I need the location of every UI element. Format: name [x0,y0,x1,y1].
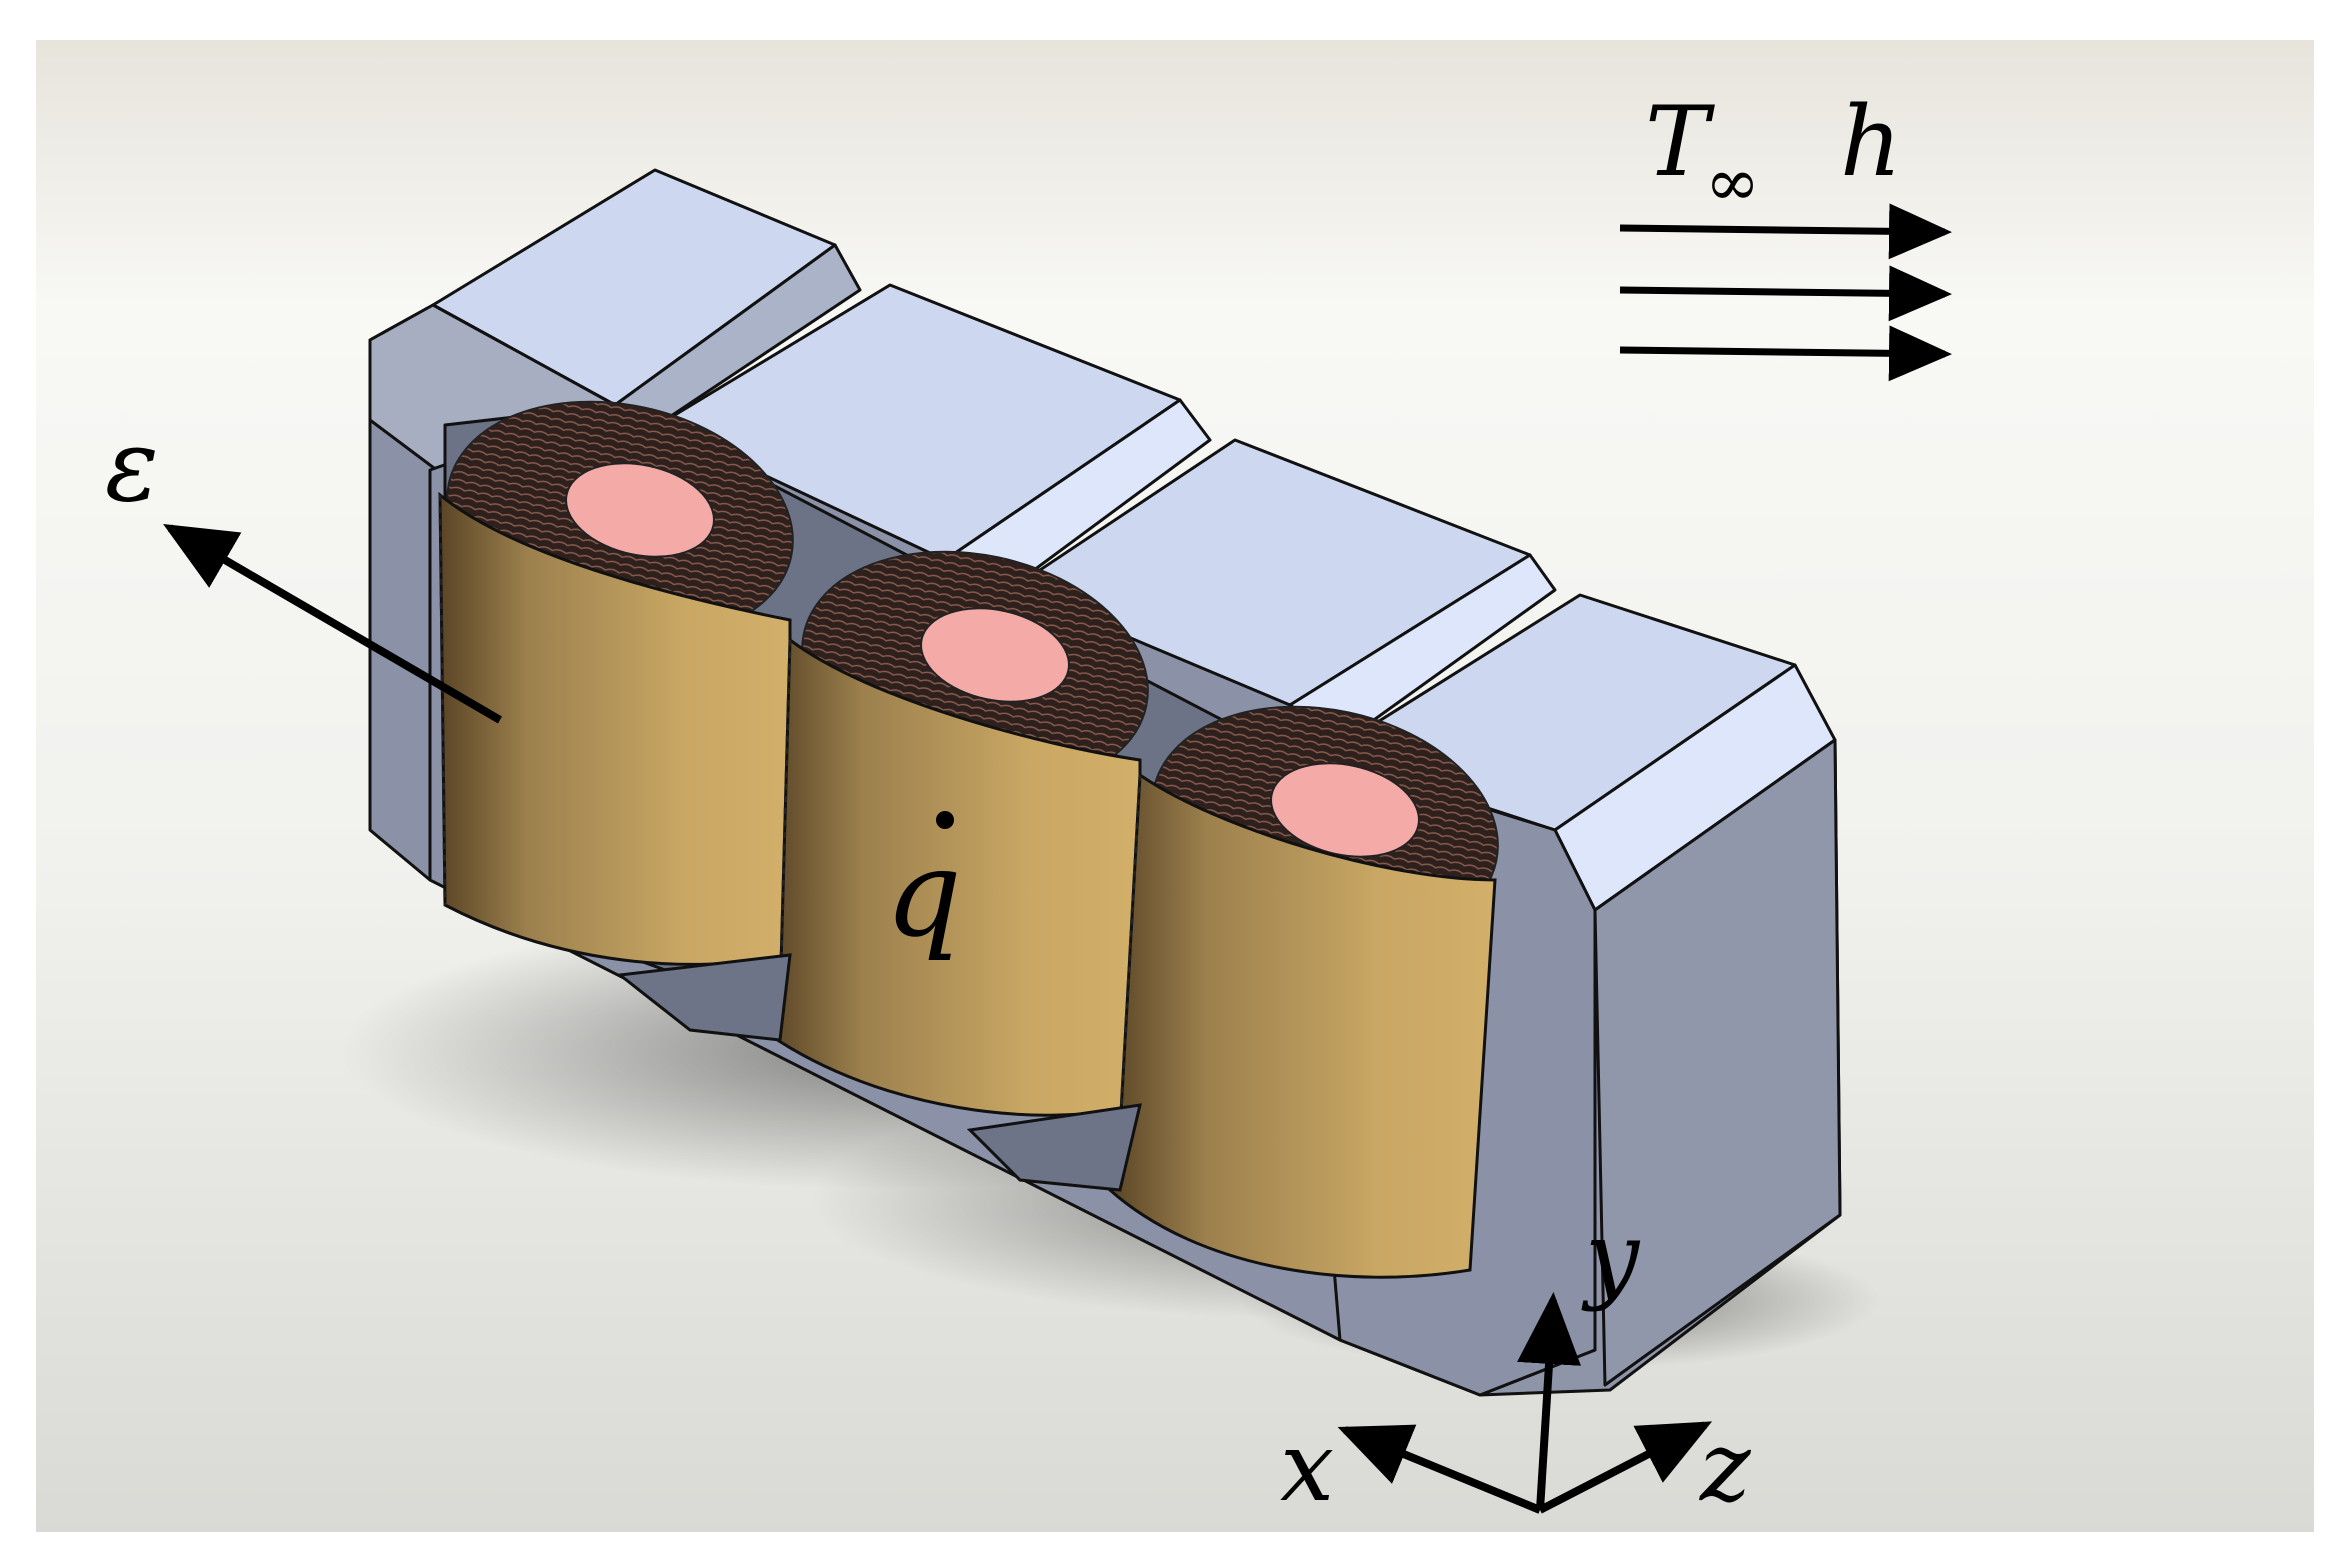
coordinate-axes [1337,1292,1713,1514]
axis-z-label: z [1699,1411,1752,1523]
core-right-side [1593,738,1842,1387]
heat-generation-dot [936,811,954,829]
axis-z-arrow [1538,1421,1713,1514]
axis-x-arrow [1337,1424,1542,1514]
axis-x-label: x [1280,1411,1334,1523]
core-bottom [616,953,1142,1192]
emissivity-label: ε [105,407,159,524]
coil-3 [1108,772,1497,1279]
emissivity-arrow [163,523,503,724]
coils [438,491,1497,1279]
ambient-temperature-subscript: ∞ [1705,144,1760,221]
heat-generation-label: q [885,825,962,964]
axis-y-label: y [1581,1201,1641,1313]
convection-arrows [1619,203,1952,382]
axis-y-arrow [1517,1292,1581,1511]
heat-transfer-coefficient-label: h [1840,86,1902,198]
flow-arrow-2 [1619,265,1952,322]
flow-arrow-3 [1619,325,1952,382]
ambient-temperature-label: T [1645,86,1715,198]
flow-arrow-1 [1619,203,1952,260]
windings [446,400,1499,945]
